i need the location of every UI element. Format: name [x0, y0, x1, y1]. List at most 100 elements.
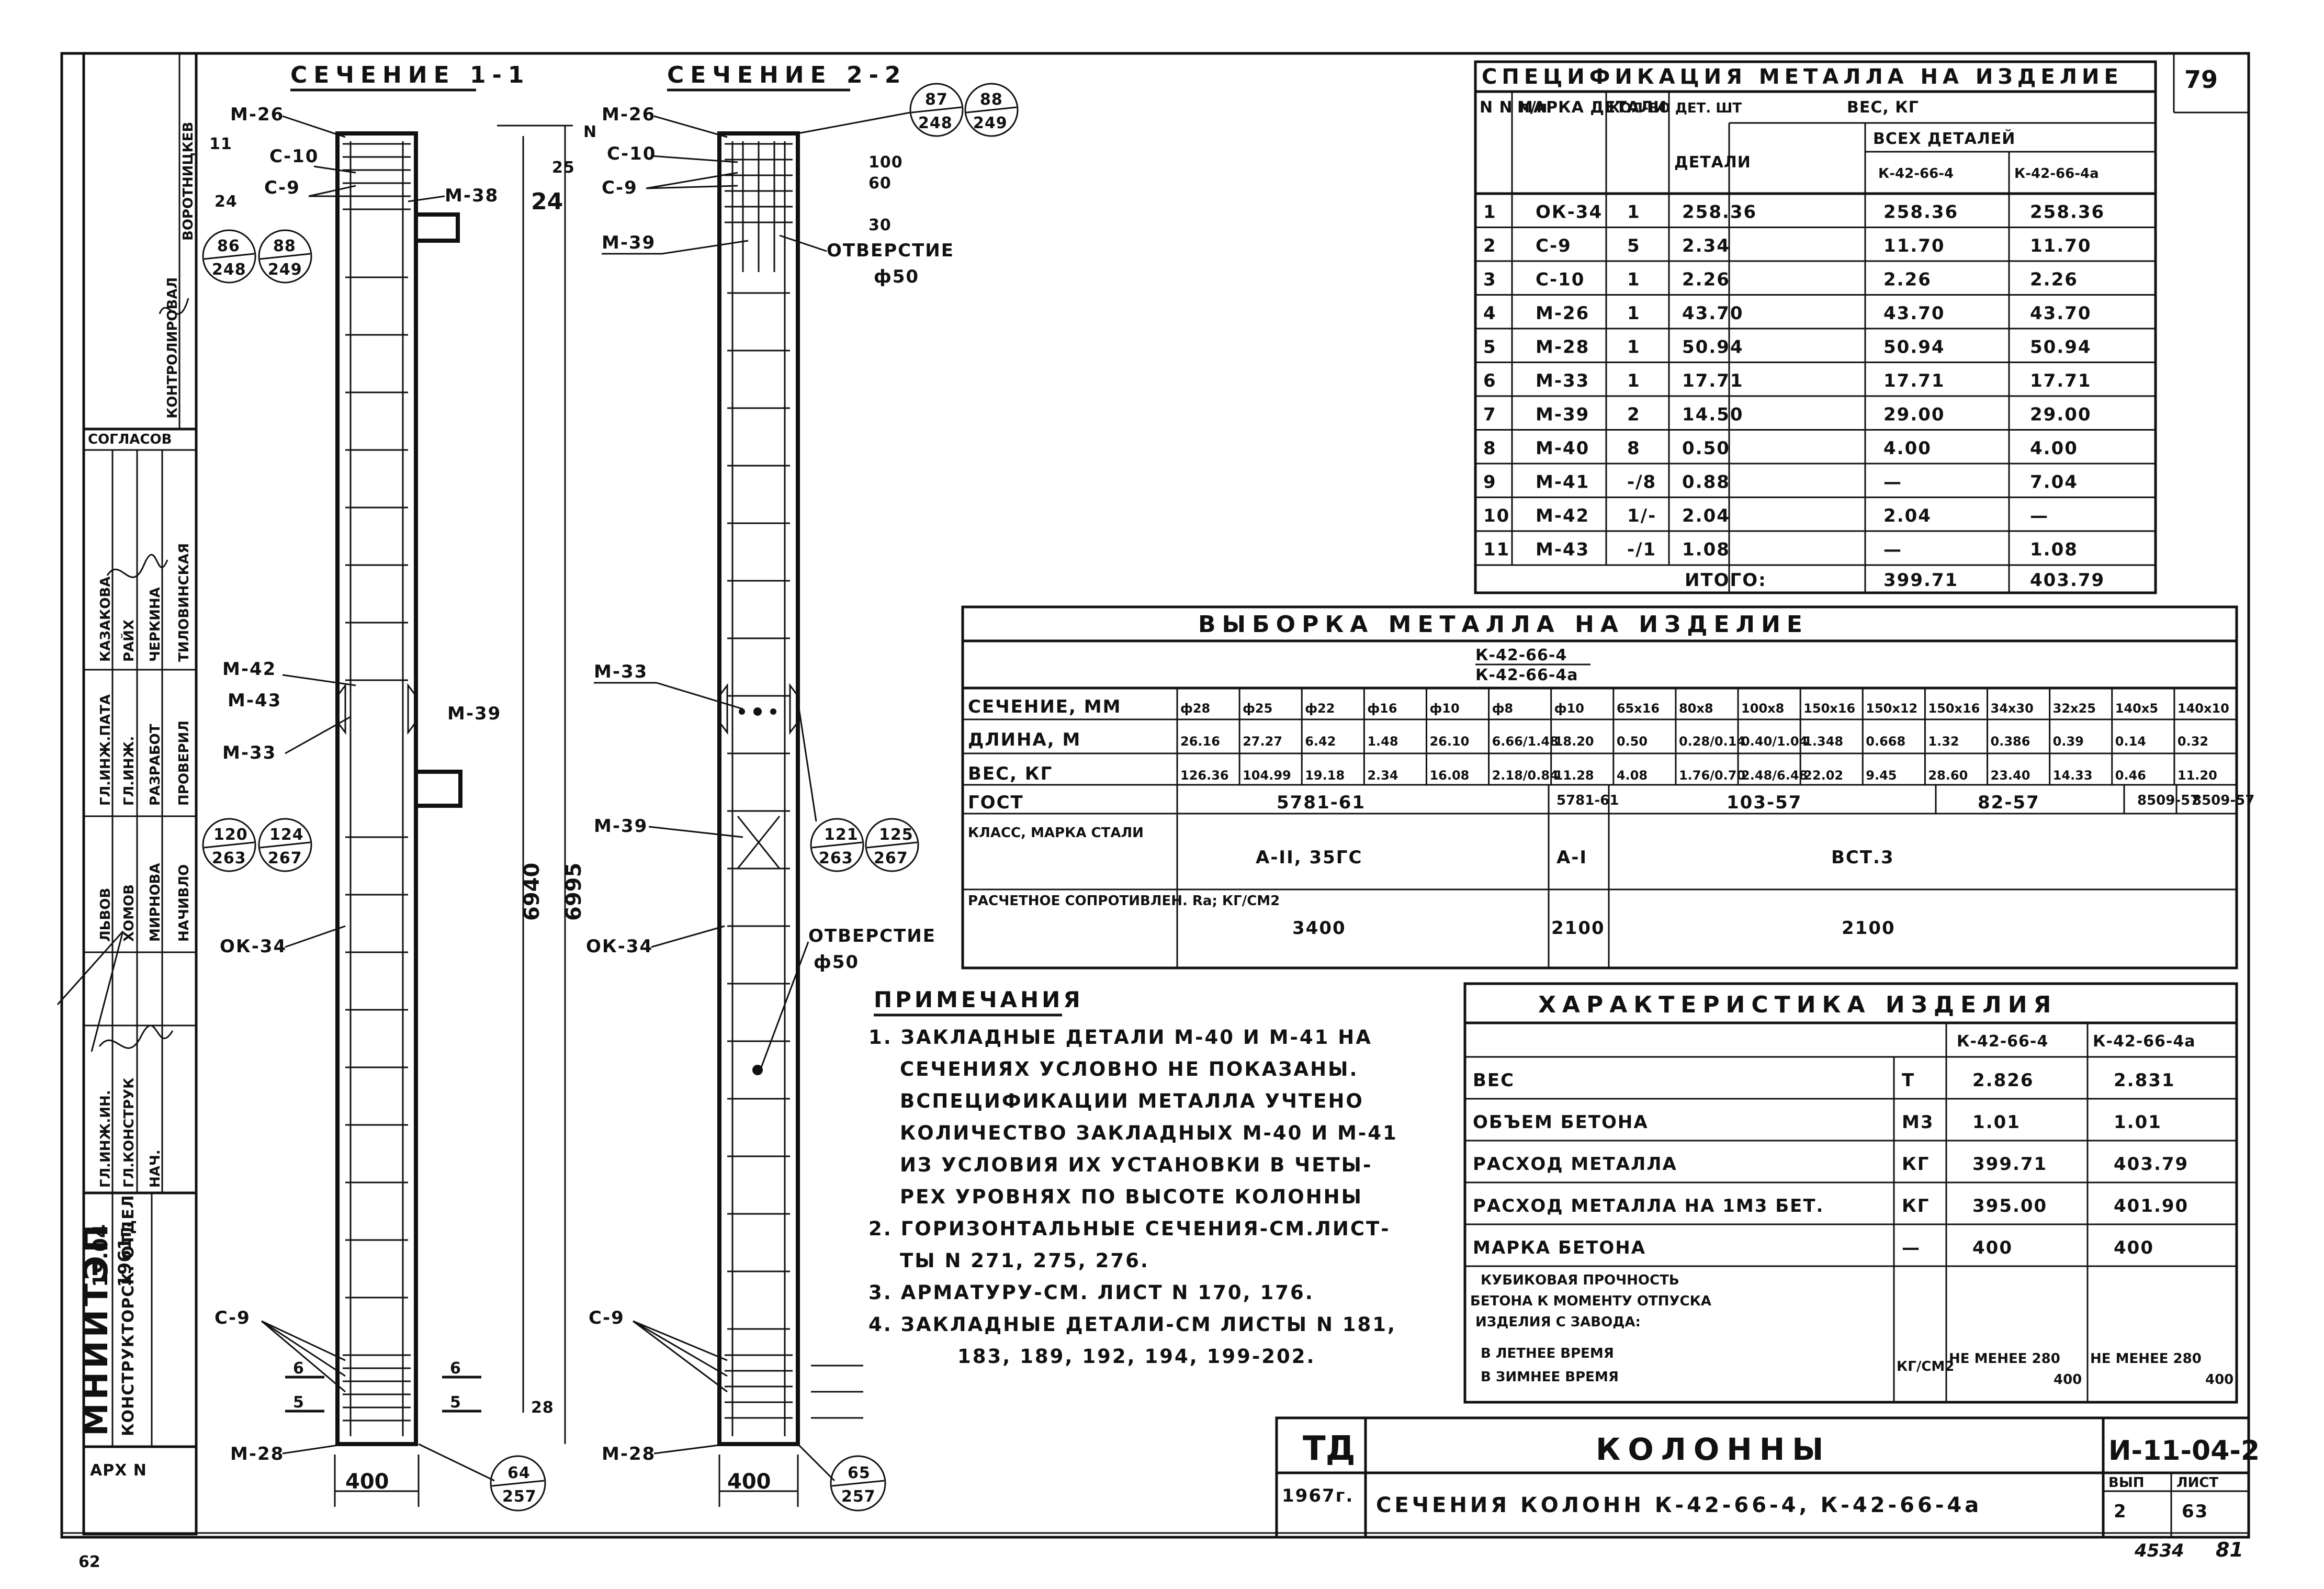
spec-cell: 9 — [1483, 472, 1497, 493]
s2-mark-m28: М-28 — [602, 1444, 656, 1464]
steel-vst3: ВСТ.3 — [1831, 847, 1894, 868]
s2-mark-ok34: ОК-34 — [586, 936, 653, 957]
svg-text:5: 5 — [450, 1393, 461, 1412]
sampling-lengths-cell: 0.386 — [1991, 734, 2030, 749]
note-line: 1. ЗАКЛАДНЫЕ ДЕТАЛИ М-40 И М-41 НА — [868, 1026, 1372, 1049]
char-strength-unit: КГ/СМ2 — [1897, 1359, 1954, 1374]
sampling-lengths-cell: 0.668 — [1866, 734, 1905, 749]
sampling-weights-cell: 104.99 — [1243, 768, 1291, 783]
signature-1 — [106, 554, 168, 578]
sampling-lengths-cell: 1.48 — [1367, 734, 1398, 749]
name-4: НАЧИВЛО — [176, 864, 192, 942]
svg-text:N: N — [583, 123, 597, 141]
svg-text:ф50: ф50 — [874, 266, 919, 287]
s2-mark-m39: М-39 — [602, 232, 656, 253]
sampling-sections-cell: 100х8 — [1741, 701, 1784, 716]
spec-hdr-all: ВСЕХ ДЕТАЛЕЙ — [1873, 129, 2015, 148]
spec-cell: 43.70 — [1883, 303, 1945, 324]
title-year: 1967г. — [1282, 1485, 1353, 1506]
spec-cell: М-41 — [1536, 472, 1589, 493]
sampling-lengths-cell: 0.32 — [2178, 734, 2208, 749]
sampling-lengths-cell: 1.32 — [1928, 734, 1959, 749]
spec-cell: -/1 — [1627, 539, 1656, 560]
sampling-weights-cell: 19.18 — [1305, 768, 1345, 783]
sampling-weights-cell: 0.46 — [2115, 768, 2146, 783]
ra-3400: 3400 — [1292, 918, 1346, 939]
sampling-sections-cell: 150х12 — [1866, 701, 1917, 716]
s1-mark-m28: М-28 — [230, 1444, 284, 1464]
spec-hdr-k1: К-42-66-4 — [1878, 166, 1954, 182]
spec-cell: М-43 — [1536, 539, 1589, 560]
svg-text:249: 249 — [973, 114, 1008, 132]
role-5: ГЛ.ИНЖ. — [121, 736, 137, 806]
sampling-sections-cell: 34х30 — [1991, 701, 2034, 716]
section-1-1-drawing: СЕЧЕНИЕ 1-1 — [202, 62, 586, 1512]
sampling-lengths-cell: 27.27 — [1243, 734, 1282, 749]
sampling-sections-cell: 80х8 — [1679, 701, 1713, 716]
spec-cell: 5 — [1627, 235, 1641, 256]
char-cell: КГ — [1902, 1196, 1930, 1216]
sampling-table: ВЫБОРКА МЕТАЛЛА НА ИЗДЕЛИЕ К-42-66-4 К-4… — [961, 605, 2254, 970]
svg-text:124: 124 — [269, 826, 304, 844]
sampling-lengths-cell: 0.28/0.14 — [1679, 734, 1745, 749]
role-3: НАЧ. — [148, 1150, 163, 1188]
svg-text:87: 87 — [925, 91, 948, 109]
svg-text:86: 86 — [217, 237, 240, 255]
notes-title: ПРИМЕЧАНИЯ — [874, 987, 1084, 1012]
spec-cell: 1/- — [1627, 505, 1656, 526]
spec-cell: 7 — [1483, 404, 1497, 425]
title-sheet: 63 — [2182, 1501, 2208, 1522]
spec-cell: — — [1883, 539, 1902, 560]
spec-cell: 29.00 — [1883, 404, 1945, 425]
spec-cell: 1 — [1627, 202, 1641, 223]
title-issue-label: ВЫП — [2108, 1475, 2145, 1491]
spec-hdr-k2: К-42-66-4а — [2014, 166, 2099, 182]
spec-cell: 2.04 — [1883, 505, 1932, 526]
char-cell: ОБЪЕМ БЕТОНА — [1473, 1112, 1649, 1133]
svg-text:24: 24 — [531, 188, 563, 215]
spec-cell: М-40 — [1536, 438, 1589, 459]
sampling-product-1: К-42-66-4 — [1475, 646, 1567, 664]
spec-cell: 2.26 — [1682, 269, 1730, 290]
name-6: РАЙХ — [120, 619, 137, 662]
name-7: ЧЕРКИНА — [148, 587, 163, 662]
spec-cell: ОК-34 — [1536, 202, 1603, 223]
s1-circle-124 — [258, 818, 312, 872]
stamp-number: 4534 — [2134, 1540, 2184, 1561]
sampling-label-ra: РАСЧЕТНОЕ СОПРОТИВЛЕН. Ra; КГ/СМ2 — [968, 893, 1280, 909]
svg-text:65: 65 — [848, 1464, 871, 1482]
spec-cell: 1 — [1627, 303, 1641, 324]
char-cell: 401.90 — [2114, 1196, 2188, 1216]
sampling-lengths-cell: 0.50 — [1617, 734, 1648, 749]
s1-circle-120 — [202, 818, 256, 872]
sampling-weights-cell: 16.08 — [1429, 768, 1469, 783]
sampling-weights-cell: 11.28 — [1554, 768, 1594, 783]
sampling-sections-cell: ф25 — [1243, 701, 1272, 716]
spec-cell: 1 — [1627, 370, 1641, 391]
s2-mark-c10: С-10 — [607, 143, 656, 164]
svg-text:121: 121 — [824, 826, 859, 844]
sampling-lengths-cell: 1.348 — [1803, 734, 1843, 749]
svg-text:267: 267 — [874, 849, 908, 867]
stirrups-1 — [345, 276, 408, 1299]
spec-cell: 50.94 — [1883, 337, 1945, 358]
svg-text:НЕ МЕНЕЕ 280: НЕ МЕНЕЕ 280 — [2090, 1351, 2202, 1367]
sampling-product-2: К-42-66-4а — [1475, 666, 1578, 684]
svg-text:ф50: ф50 — [814, 952, 859, 973]
svg-text:30: 30 — [868, 216, 892, 234]
s1-mark-c9: С-9 — [264, 177, 300, 198]
name-2: ХОМОВ — [121, 884, 137, 942]
svg-text:248: 248 — [918, 114, 953, 132]
stirrups-2 — [727, 292, 790, 1330]
controller-name: ВОРОТНИЦКЕВ — [180, 122, 196, 241]
spec-cell: М-28 — [1536, 337, 1589, 358]
spec-cell: 17.71 — [1682, 370, 1744, 391]
spec-hdr-num: N N п/п — [1480, 98, 1548, 117]
gost-8509-b: 8509-57 — [2192, 793, 2254, 808]
s2-mark-m39-mid: М-39 — [594, 816, 648, 837]
char-cell: МАРКА БЕТОНА — [1473, 1237, 1646, 1258]
role-1: ГЛ.ИНЖ.ИН. — [98, 1090, 114, 1188]
sampling-weights-cell: 2.34 — [1367, 768, 1398, 783]
dept-name: КОНСТРУКТОРСК. ОТДЕЛ — [119, 1194, 138, 1436]
